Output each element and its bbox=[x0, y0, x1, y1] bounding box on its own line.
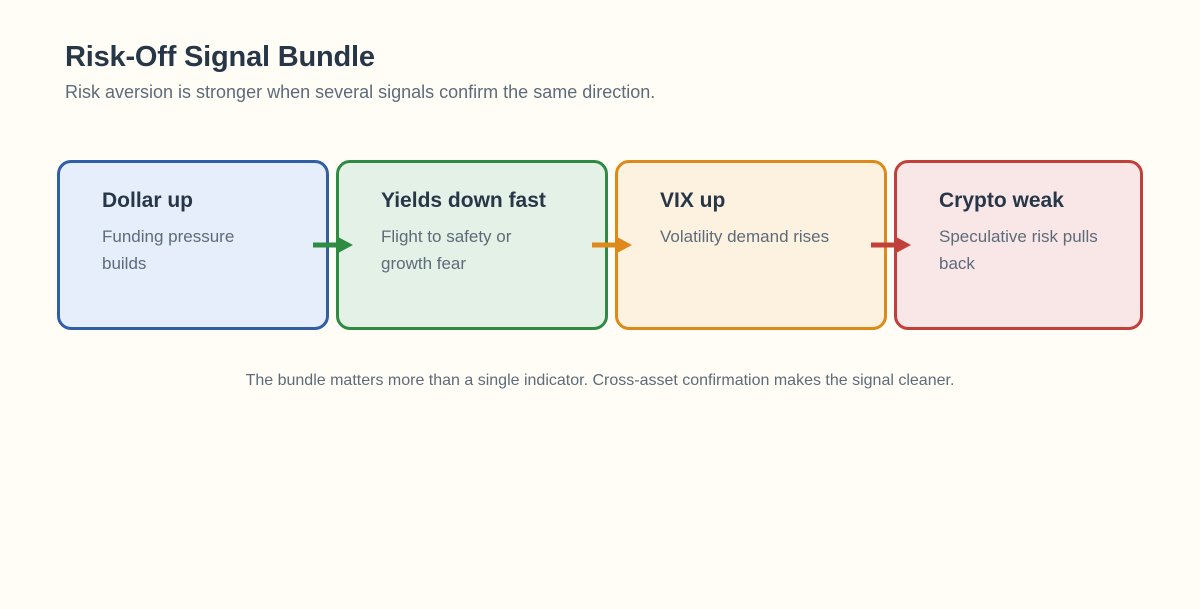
signal-card-vix-up: VIX up Volatility demand rises bbox=[615, 160, 887, 330]
card-description: Speculative risk pulls back bbox=[939, 227, 1098, 274]
card-title: Yields down fast bbox=[381, 189, 546, 212]
right-arrow-icon bbox=[592, 237, 632, 253]
page-title: Risk-Off Signal Bundle bbox=[65, 41, 375, 73]
page-subtitle: Risk aversion is stronger when several s… bbox=[65, 82, 656, 102]
card-title: VIX up bbox=[660, 189, 726, 212]
right-arrow-icon bbox=[313, 237, 353, 253]
card-title: Dollar up bbox=[102, 189, 194, 212]
card-title: Crypto weak bbox=[939, 189, 1064, 212]
card-description: Volatility demand rises bbox=[660, 227, 830, 246]
signal-card-dollar-up: Dollar up Funding pressure builds bbox=[57, 160, 329, 330]
signal-card-yields-down-fast: Yields down fast Flight to safety or gro… bbox=[336, 160, 608, 330]
card-description: Funding pressure builds bbox=[102, 227, 235, 274]
header: Risk-Off Signal Bundle Risk aversion is … bbox=[65, 41, 655, 103]
right-arrow-icon bbox=[871, 237, 911, 253]
signal-card-crypto-weak: Crypto weak Speculative risk pulls back bbox=[894, 160, 1143, 330]
footer-caption: The bundle matters more than a single in… bbox=[245, 372, 955, 389]
card-description: Flight to safety or growth fear bbox=[381, 227, 512, 274]
